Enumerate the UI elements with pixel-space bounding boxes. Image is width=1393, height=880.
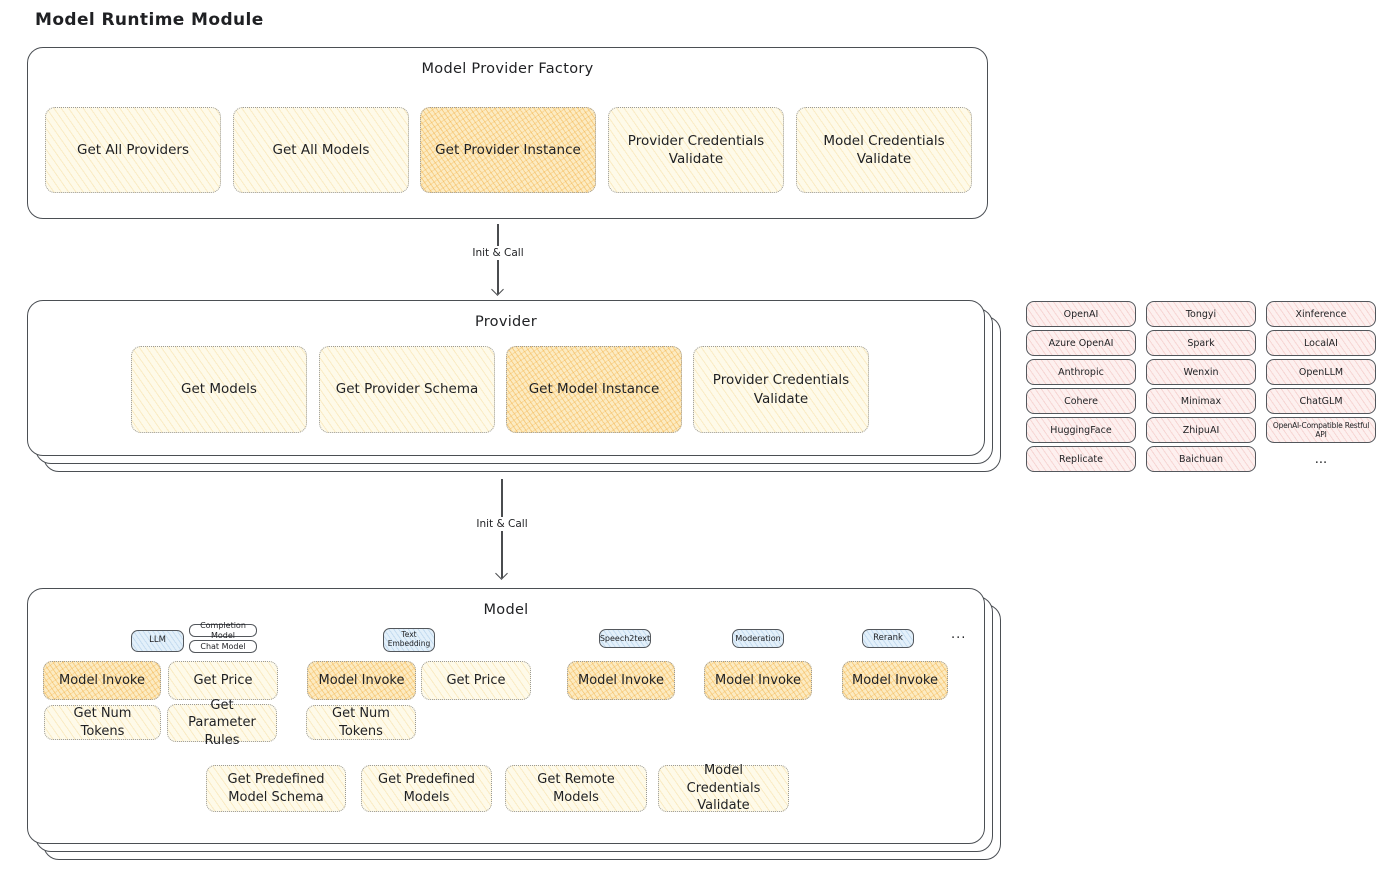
provider-item-cohere: Cohere xyxy=(1026,388,1136,414)
model-node-llm-get-parameter-rules: Get Parameter Rules xyxy=(167,698,277,748)
factory-node-get-provider-instance: Get Provider Instance xyxy=(420,107,596,193)
factory-panel: Model Provider Factory Get All Providers… xyxy=(27,47,988,219)
provider-item-huggingface: HuggingFace xyxy=(1026,417,1136,443)
provider-panel: Provider Get Models Get Provider Schema … xyxy=(27,300,985,456)
provider-item-azure-openai: Azure OpenAI xyxy=(1026,330,1136,356)
provider-item-replicate: Replicate xyxy=(1026,446,1136,472)
model-node-model-credentials-validate: Model Credentials Validate xyxy=(658,763,789,813)
model-node-te-model-invoke: Model Invoke xyxy=(307,661,416,700)
factory-node-provider-credentials-validate: Provider Credentials Validate xyxy=(608,107,784,193)
model-node-llm-get-num-tokens: Get Num Tokens xyxy=(44,705,161,740)
init-call-label-2: Init & Call xyxy=(472,517,532,531)
provider-section: Provider Get Models Get Provider Schema … xyxy=(27,300,1001,472)
factory-title: Model Provider Factory xyxy=(421,61,594,77)
model-types-ellipsis: ... xyxy=(951,627,967,642)
arrow-down-icon xyxy=(491,283,504,296)
model-node-moderation-model-invoke: Model Invoke xyxy=(704,661,812,700)
tag-rerank: Rerank xyxy=(862,629,914,648)
model-panel: Model LLM Completion Model Chat Model Te… xyxy=(27,588,985,844)
factory-section: Model Provider Factory Get All Providers… xyxy=(27,47,988,219)
model-node-llm-model-invoke: Model Invoke xyxy=(43,661,161,700)
init-call-label-1: Init & Call xyxy=(468,246,528,260)
model-node-rerank-model-invoke: Model Invoke xyxy=(842,661,948,700)
provider-item-openai: OpenAI xyxy=(1026,301,1136,327)
provider-node-get-provider-schema: Get Provider Schema xyxy=(319,346,495,433)
provider-item-localai: LocalAI xyxy=(1266,330,1376,356)
provider-item-tongyi: Tongyi xyxy=(1146,301,1256,327)
provider-item-xinference: Xinference xyxy=(1266,301,1376,327)
model-node-llm-get-price: Get Price xyxy=(168,661,278,700)
model-node-te-get-num-tokens: Get Num Tokens xyxy=(306,705,416,740)
model-node-te-get-price: Get Price xyxy=(421,661,531,700)
provider-item-openllm: OpenLLM xyxy=(1266,359,1376,385)
provider-node-get-model-instance: Get Model Instance xyxy=(506,346,682,433)
factory-node-get-all-providers: Get All Providers xyxy=(45,107,221,193)
factory-node-model-credentials-validate: Model Credentials Validate xyxy=(796,107,972,193)
page-title: Model Runtime Module xyxy=(35,10,264,30)
model-node-s2t-model-invoke: Model Invoke xyxy=(567,661,675,700)
provider-node-get-models: Get Models xyxy=(131,346,307,433)
model-title: Model xyxy=(483,602,529,618)
provider-item-minimax: Minimax xyxy=(1146,388,1256,414)
factory-node-get-all-models: Get All Models xyxy=(233,107,409,193)
tag-completion-model: Completion Model xyxy=(189,621,257,640)
tag-chat-model: Chat Model xyxy=(189,640,257,653)
model-node-get-predefined-models: Get Predefined Models xyxy=(361,765,492,812)
provider-title: Provider xyxy=(474,314,538,330)
provider-list-ellipsis: ... xyxy=(1314,451,1328,467)
tag-moderation: Moderation xyxy=(732,629,784,648)
tag-text-embedding: Text Embedding xyxy=(383,628,435,652)
provider-item-anthropic: Anthropic xyxy=(1026,359,1136,385)
provider-node-provider-credentials-validate: Provider Credentials Validate xyxy=(693,346,869,433)
provider-item-zhipuai: ZhipuAI xyxy=(1146,417,1256,443)
provider-item-baichuan: Baichuan xyxy=(1146,446,1256,472)
model-node-get-predefined-model-schema: Get Predefined Model Schema xyxy=(206,765,346,812)
provider-item-wenxin: Wenxin xyxy=(1146,359,1256,385)
model-section: Model LLM Completion Model Chat Model Te… xyxy=(27,588,1001,860)
tag-llm: LLM xyxy=(131,630,184,652)
model-node-get-remote-models: Get Remote Models xyxy=(505,765,647,812)
arrow-down-icon xyxy=(495,567,508,580)
provider-item-chatglm: ChatGLM xyxy=(1266,388,1376,414)
provider-item-spark: Spark xyxy=(1146,330,1256,356)
provider-list: OpenAI Tongyi Xinference Azure OpenAI Sp… xyxy=(1026,301,1376,472)
tag-speech2text: Speech2text xyxy=(599,629,651,648)
provider-item-openai-compatible-restful-api: OpenAI-Compatible Restful API xyxy=(1266,417,1376,443)
